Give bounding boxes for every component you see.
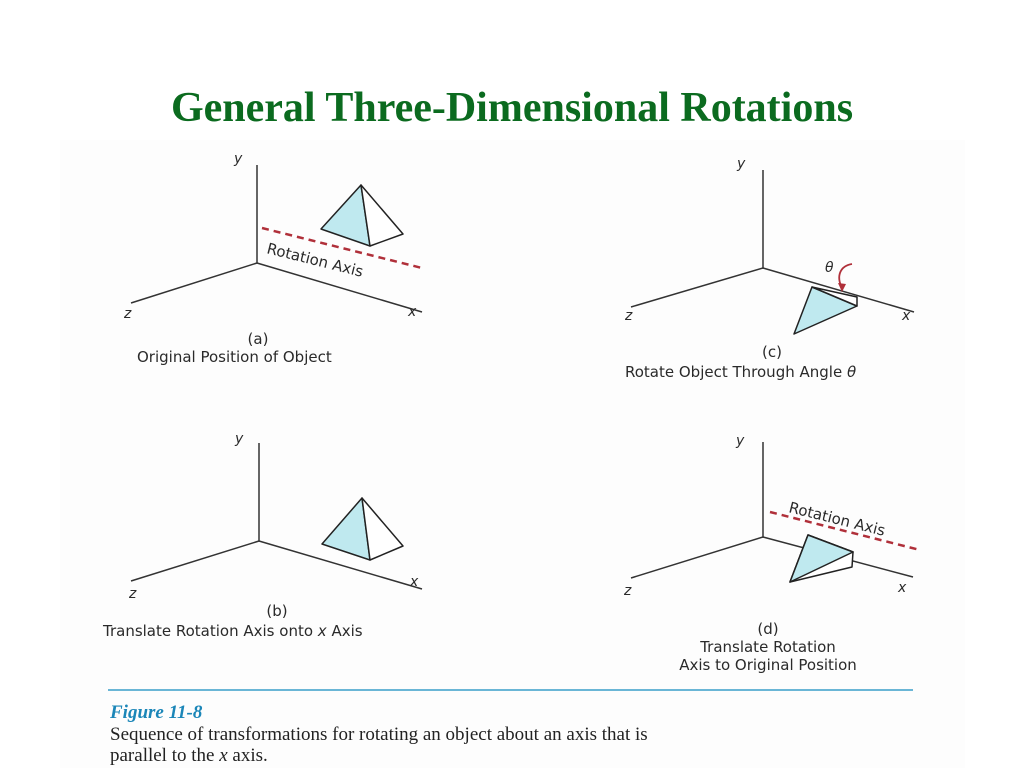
- panel-a-z-label: z: [123, 306, 132, 322]
- figure-caption-line2-italic: x: [219, 745, 228, 766]
- panel-b-pyramid-side-face: [361, 497, 404, 561]
- panel-d-axes: [630, 442, 914, 579]
- panel-b-caption-start: Translate Rotation Axis onto: [102, 622, 318, 640]
- panel-b-caption: Translate Rotation Axis onto x Axis: [102, 622, 363, 640]
- panel-c-rotation-arrowhead: [838, 283, 846, 292]
- panel-c-pyramid: [793, 286, 858, 335]
- panel-c-pyramid-front-face: [793, 286, 858, 335]
- panel-a: y x z Rotation Axis (a) Original Positio…: [123, 151, 423, 366]
- panel-d-pyramid: [789, 534, 854, 583]
- panel-c: y x z θ (c) Rotate Object Through Angle …: [624, 156, 915, 381]
- panel-b-pyramid: [321, 497, 404, 561]
- panel-b-z-label: z: [128, 586, 137, 602]
- panel-b-x-label: x: [409, 574, 419, 590]
- panel-a-y-label: y: [233, 151, 243, 167]
- panel-d-rotation-axis-label: Rotation Axis: [787, 498, 887, 539]
- slide-title: General Three-Dimensional Rotations: [170, 85, 854, 131]
- panel-b-y-label: y: [234, 431, 244, 447]
- panel-b-axes: [130, 443, 423, 590]
- panel-b-caption-end: Axis: [327, 622, 363, 640]
- panel-c-angle-symbol: θ: [825, 260, 834, 276]
- panel-d-pyramid-front-face-top: [789, 534, 854, 583]
- panel-c-x-axis: [762, 267, 915, 313]
- panel-d-rotation-axis-line: [769, 510, 921, 552]
- panel-a-rotation-axis-label: Rotation Axis: [265, 239, 365, 280]
- figure-caption-line2-start: parallel to the: [110, 745, 220, 766]
- panel-c-pyramid-side-face: [811, 286, 858, 307]
- panel-d-letter: (d): [757, 620, 778, 638]
- panel-d-z-label: z: [623, 583, 632, 599]
- figure-divider: [108, 689, 913, 691]
- panel-a-axes: [130, 165, 423, 313]
- panel-d-y-label: y: [735, 433, 745, 449]
- panel-d-caption-line2: Axis to Original Position: [679, 656, 857, 674]
- figure-scan-background: [60, 140, 965, 768]
- panel-c-caption-start: Rotate Object Through Angle: [625, 363, 847, 381]
- panel-d-caption-line1: Translate Rotation: [699, 638, 836, 656]
- panel-d-x-label: x: [897, 580, 907, 596]
- panel-c-caption-italic: θ: [847, 363, 856, 381]
- panel-c-caption: Rotate Object Through Angle θ: [625, 363, 856, 381]
- panel-a-pyramid: [320, 184, 404, 247]
- panel-b: y x z (b) Translate Rotation Axis onto x…: [102, 431, 423, 640]
- panel-b-z-axis: [130, 540, 260, 582]
- panel-a-rotation-axis-line: [261, 226, 423, 270]
- panel-a-letter: (a): [248, 330, 269, 348]
- panel-b-letter: (b): [266, 602, 287, 620]
- panel-c-x-label: x: [901, 308, 911, 324]
- panel-a-caption: Original Position of Object: [137, 348, 332, 366]
- figure-caption-line1: Sequence of transformations for rotating…: [110, 724, 648, 745]
- panel-d: y x z Rotation Axis (d) Translate Rotati…: [623, 433, 921, 674]
- panel-c-axes: [630, 170, 915, 313]
- panel-a-z-axis: [130, 262, 258, 304]
- panel-c-z-axis: [630, 267, 764, 308]
- panel-c-y-label: y: [736, 156, 746, 172]
- panel-d-z-axis: [630, 536, 764, 579]
- panel-c-z-label: z: [624, 308, 633, 324]
- panel-a-x-label: x: [407, 304, 417, 320]
- figure-caption-line2-end: axis.: [227, 745, 268, 766]
- panel-b-caption-italic: x: [317, 622, 327, 640]
- panel-a-x-axis: [256, 262, 423, 313]
- figure-caption-line2: parallel to the x axis.: [110, 745, 930, 766]
- panel-c-letter: (c): [762, 343, 782, 361]
- figure-caption: Sequence of transformations for rotating…: [110, 724, 930, 766]
- panel-a-pyramid-side-face: [360, 184, 404, 247]
- figure-heading: Figure 11-8: [110, 702, 203, 723]
- panel-b-x-axis: [258, 540, 423, 590]
